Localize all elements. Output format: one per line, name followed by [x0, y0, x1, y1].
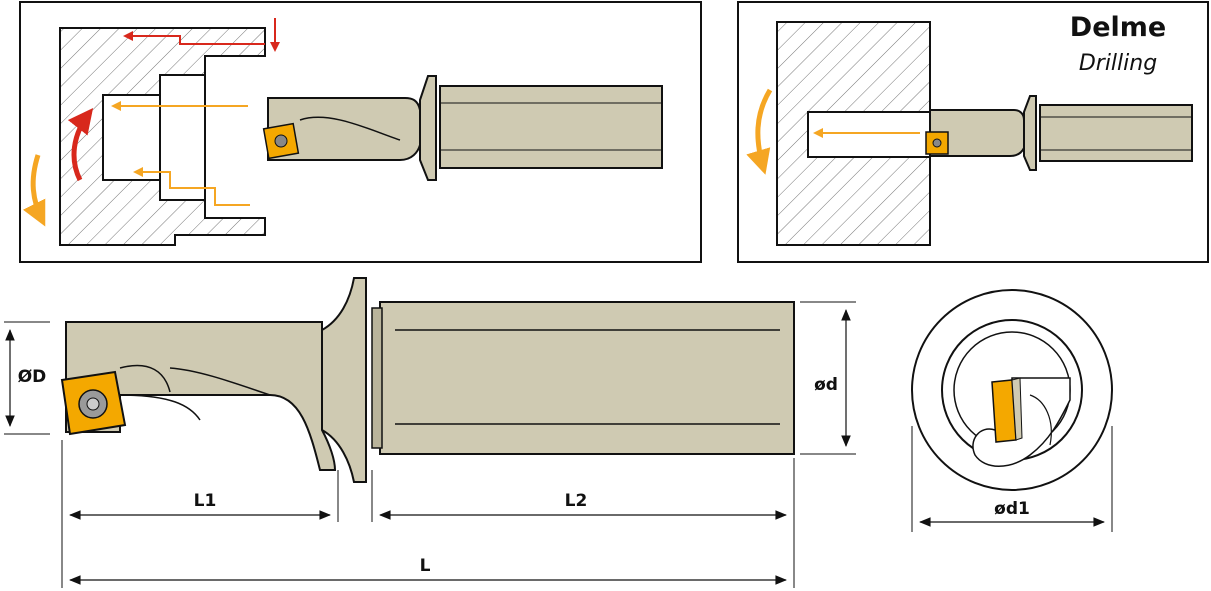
panel-drilling: Delme Drilling — [737, 1, 1209, 263]
drill-body — [65, 321, 337, 471]
rotation-arrow-icon — [22, 154, 46, 227]
dimension-d-label: ød — [814, 375, 838, 395]
feed-arrow-icon — [133, 167, 250, 206]
dimension-L1-label: L1 — [194, 491, 217, 511]
dimension-L2-label: L2 — [565, 491, 588, 511]
process-subtitle: Drilling — [1079, 51, 1157, 76]
drill-tool-small — [262, 75, 663, 181]
drill-shank — [379, 301, 795, 455]
main-drill-view: ØD ød L1 L2 L — [4, 277, 856, 588]
end-view: ød1 — [911, 289, 1113, 532]
dimension-D-label: ØD — [18, 367, 47, 387]
brand-title: Delme — [1070, 12, 1166, 43]
dimension-d1-label: ød1 — [994, 499, 1030, 519]
dimension-L-label: L — [420, 556, 431, 576]
drill-tool-small — [925, 95, 1193, 171]
feed-arrow-icon — [123, 31, 265, 45]
carbide-insert-icon — [60, 370, 127, 436]
rotation-arrow-icon — [746, 88, 773, 175]
panel-counterbore — [19, 1, 702, 263]
rotation-arrow-icon — [67, 108, 94, 182]
drill-flange — [321, 277, 367, 483]
